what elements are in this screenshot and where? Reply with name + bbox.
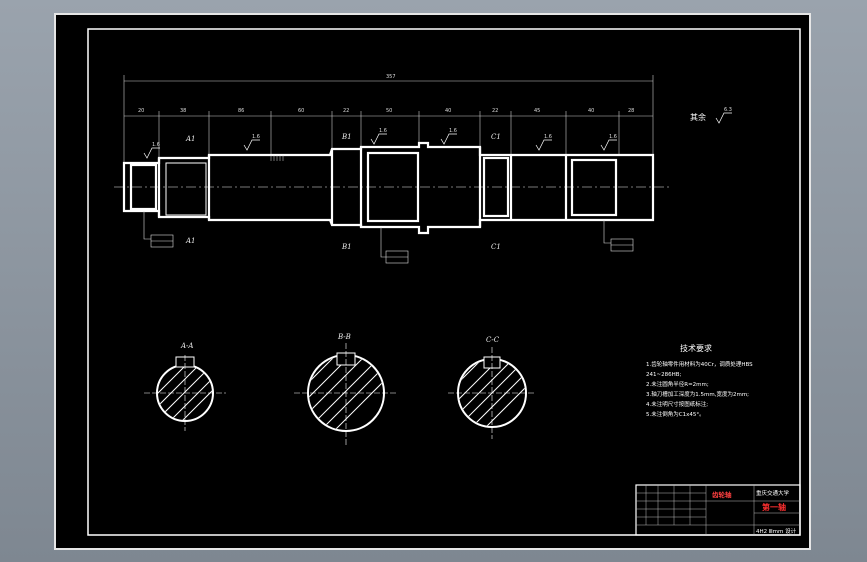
dimension-text: 357 20 38 86 60 22 50 40 22 45 40 28 [138,74,634,114]
tolerance-frames [143,211,634,264]
tech-req-title: 技术要求 [680,343,712,353]
svg-text:1.6: 1.6 [609,134,617,140]
roughness-note-label: 其余 [690,112,706,122]
inner-border [87,28,801,536]
svg-text:1.6: 1.6 [449,128,457,134]
svg-text:40: 40 [445,108,451,114]
svg-text:B-B: B-B [337,333,351,341]
drawing-number: 第一轴 [762,502,786,512]
title-block-footer: 4H2 Ⅲmm 设计 [756,527,797,535]
thread-hatching [270,155,284,161]
svg-text:1.6: 1.6 [379,128,387,134]
shaft-label: B1 [341,243,352,251]
section-cut-labels: A1 B1 C1 A1 B1 C1 [185,133,501,251]
svg-text:28: 28 [628,108,634,114]
svg-text:1.齿轮轴零件用材料为40Cr，调质处理HBS: 1.齿轮轴零件用材料为40Cr，调质处理HBS [646,360,753,368]
shaft-label: C1 [491,133,501,141]
school-name: 重庆交通大学 [756,489,790,497]
part-name: 齿轮轴 [712,490,732,499]
svg-text:86: 86 [238,108,244,114]
svg-text:357: 357 [386,74,396,80]
svg-text:C-C: C-C [486,336,500,344]
svg-text:40: 40 [588,108,594,114]
svg-text:20: 20 [138,108,144,114]
svg-text:1.6: 1.6 [152,142,160,148]
shaft-profile [122,141,655,235]
roughness-symbols [143,112,732,159]
svg-text:22: 22 [343,108,349,114]
title-block: 齿轮轴 重庆交通大学 第一轴 4H2 Ⅲmm 设计 [635,484,801,536]
shaft-label: A1 [185,135,196,143]
svg-text:45: 45 [534,108,540,114]
svg-text:22: 22 [492,108,498,114]
svg-text:60: 60 [298,108,304,114]
cad-drawing: 357 20 38 86 60 22 50 40 22 45 40 28 [87,28,801,536]
svg-text:50: 50 [386,108,392,114]
shaft-label: B1 [341,133,352,141]
roughness-note-value: 6.3 [724,107,732,113]
drawing-sheet: 357 20 38 86 60 22 50 40 22 45 40 28 [54,13,811,550]
shaft-label: C1 [491,243,501,251]
svg-text:1.6: 1.6 [544,134,552,140]
svg-text:5.未注倒角为C1x45°。: 5.未注倒角为C1x45°。 [646,410,705,418]
shaft-label: A1 [185,237,196,245]
section-view-c: C-C [448,336,536,439]
svg-text:4.未注明尺寸按图纸标注;: 4.未注明尺寸按图纸标注; [646,400,708,408]
section-view-a: A-A [144,342,226,431]
section-view-b: B-B [294,333,398,445]
svg-text:A-A: A-A [180,342,193,350]
roughness-values: 1.6 1.6 1.6 1.6 1.6 1.6 [152,128,617,148]
svg-text:38: 38 [180,108,186,114]
svg-text:241~286HB;: 241~286HB; [646,372,682,378]
dimension-lines [123,75,654,175]
svg-text:3.轴刀槽加工深度为1.5mm,宽度为2mm;: 3.轴刀槽加工深度为1.5mm,宽度为2mm; [646,390,749,398]
svg-text:2.未注圆角半径R=2mm;: 2.未注圆角半径R=2mm; [646,380,709,388]
tech-requirements: 技术要求 1.齿轮轴零件用材料为40Cr，调质处理HBS 241~286HB; … [646,343,753,418]
svg-text:1.6: 1.6 [252,134,260,140]
